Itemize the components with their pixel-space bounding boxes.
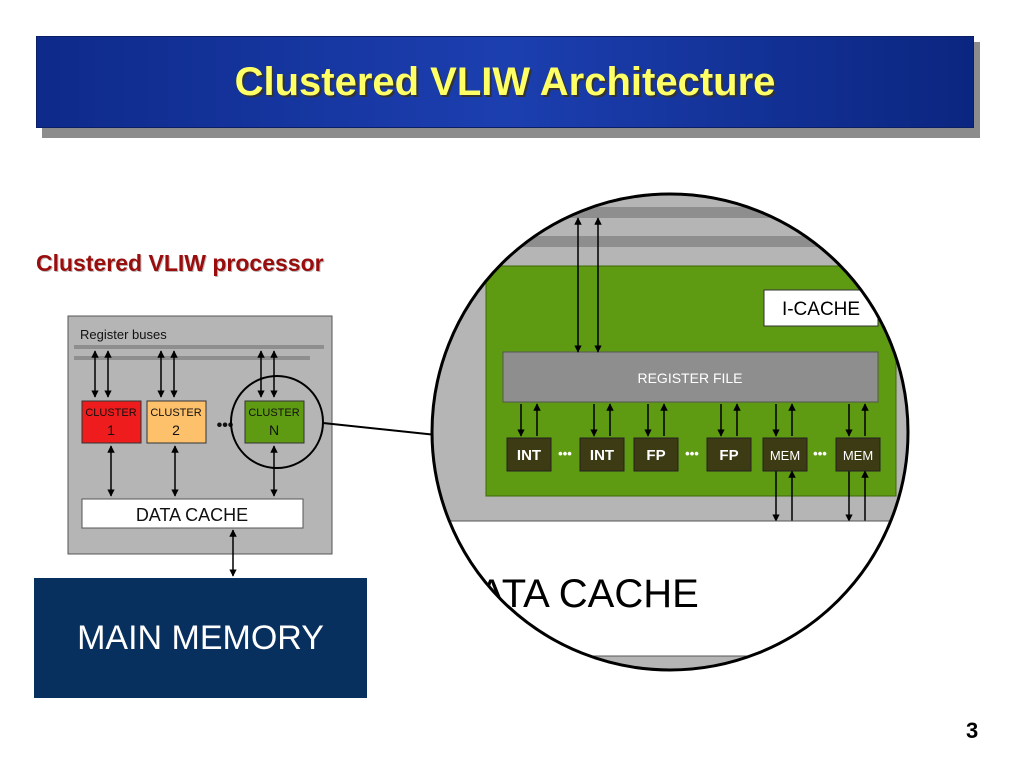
unit-fp-2: FP (706, 437, 752, 472)
unit-mem-1-box (762, 437, 808, 472)
register-bus-2 (74, 356, 310, 360)
page-number: 3 (966, 718, 979, 743)
unit-int-2-box (579, 437, 625, 472)
unit-mem-2-label: MEM (843, 448, 873, 463)
register-bus-1 (74, 345, 324, 349)
cluster-1-box (81, 400, 142, 444)
cluster-2-box (146, 400, 207, 444)
icache-label: I-CACHE (782, 299, 860, 320)
cluster-1-number: 1 (107, 422, 115, 438)
unit-mem-2: MEM (835, 437, 881, 472)
unit-ellipsis-fp: ••• (685, 446, 699, 461)
unit-ellipsis-int: ••• (558, 446, 572, 461)
slide-title: Clustered VLIW Architecture (234, 59, 776, 104)
unit-ellipsis-mem: ••• (813, 446, 827, 461)
cluster-n-number: N (269, 422, 279, 438)
slide-subtitle: Clustered VLIW processor (36, 250, 324, 276)
cluster-2-number: 2 (172, 422, 180, 438)
unit-fp-2-box (706, 437, 752, 472)
cluster-1: CLUSTER 1 (81, 400, 142, 444)
unit-int-2-label: INT (590, 447, 614, 464)
zoom-highlight-circle (230, 375, 324, 469)
unit-fp-1: FP (633, 437, 679, 472)
cluster-1-label: CLUSTER (85, 407, 136, 419)
zoom-register-bus-1 (432, 207, 908, 218)
cluster-ellipsis: ••• (217, 417, 234, 434)
unit-mem-2-box (835, 437, 881, 472)
zoom-connector-line (322, 422, 447, 437)
main-memory-box: MAIN MEMORY (34, 578, 367, 698)
zoomed-cluster-view: I-CACHE REGISTER FILE INT (432, 194, 908, 670)
main-memory-label: MAIN MEMORY (77, 618, 324, 657)
register-file-label: REGISTER FILE (637, 370, 742, 386)
title-bar: Clustered VLIW Architecture (36, 36, 974, 128)
icache-box (763, 289, 879, 327)
cluster-n: CLUSTER N (244, 400, 305, 444)
zoom-data-cache-label: ATA CACHE (478, 572, 699, 616)
data-cache-label: DATA CACHE (136, 505, 248, 525)
unit-fp-1-label: FP (646, 447, 665, 464)
unit-fp-2-label: FP (719, 447, 738, 464)
data-cache-box (81, 498, 304, 529)
cluster-n-box (244, 400, 305, 444)
unit-int-1-box (506, 437, 552, 472)
cluster-2: CLUSTER 2 (146, 400, 207, 444)
register-buses-label: Register buses (80, 327, 167, 342)
unit-mem-1: MEM (762, 437, 808, 472)
unit-int-1: INT (506, 437, 552, 472)
unit-int-1-label: INT (517, 447, 541, 464)
unit-mem-1-label: MEM (770, 448, 800, 463)
unit-fp-1-box (633, 437, 679, 472)
cluster-n-label: CLUSTER (248, 407, 299, 419)
zoom-register-bus-2 (432, 236, 908, 247)
zoom-lens-circle (430, 192, 910, 672)
unit-int-2: INT (579, 437, 625, 472)
register-file-box (502, 351, 879, 403)
cluster-2-label: CLUSTER (150, 407, 201, 419)
